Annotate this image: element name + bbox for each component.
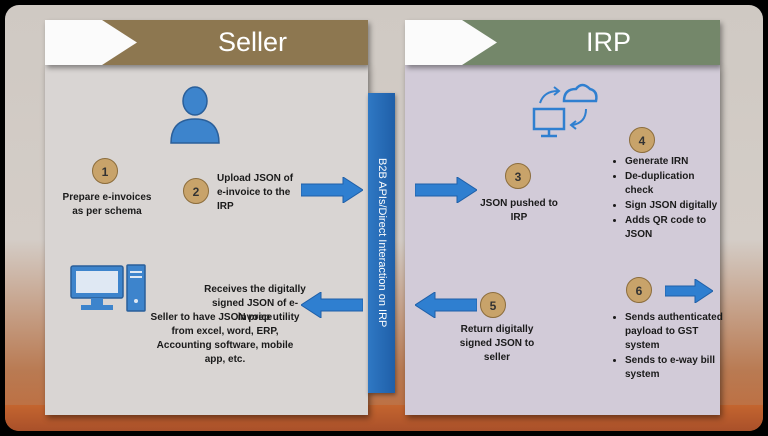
step6-list: Sends authenticated payload to GST syste… — [611, 311, 729, 383]
receive-text: Receives the digitally signed JSON of e-… — [204, 284, 306, 323]
step5-text: Return digitally signed JSON to seller — [459, 324, 535, 363]
api-bar-label: B2B APIs/Direct Interaction on IRP — [376, 158, 388, 328]
arrow-right-icon — [665, 279, 713, 303]
user-icon — [170, 86, 220, 144]
irp-header: IRP — [405, 20, 720, 65]
cloud-computer-sync-icon — [532, 83, 598, 138]
irp-panel — [405, 65, 720, 415]
step-badge-5: 5 — [480, 292, 506, 318]
step1-text: Prepare e-invoices as per schema — [62, 192, 152, 217]
diagram-background: Seller IRP B2B APIs/Direct Interaction o… — [5, 5, 763, 431]
chevron-icon — [405, 20, 497, 65]
irp-title: IRP — [585, 27, 631, 57]
seller-header: Seller — [45, 20, 368, 65]
step4-item: Sign JSON digitally — [625, 199, 725, 213]
arrow-right-icon — [415, 177, 477, 203]
step-badge-6: 6 — [626, 277, 652, 303]
step6-item: Sends to e-way bill system — [625, 354, 729, 382]
arrow-left-icon — [301, 292, 363, 318]
api-bar — [368, 93, 395, 393]
desktop-computer-icon — [70, 264, 146, 312]
utility-text: Seller to have JSON prep utility from ex… — [150, 312, 300, 365]
step6-item: Sends authenticated payload to GST syste… — [625, 311, 729, 353]
step4-list: Generate IRN De-duplication check Sign J… — [611, 155, 725, 243]
arrow-right-icon — [301, 177, 363, 203]
step4-item: De-duplication check — [625, 170, 725, 198]
arrow-left-icon — [415, 292, 477, 318]
step2-text: Upload JSON of e-invoice to the IRP — [217, 173, 294, 212]
seller-title: Seller — [217, 27, 288, 57]
step-badge-2: 2 — [183, 178, 209, 204]
step-badge-4: 4 — [629, 127, 655, 153]
chevron-icon — [45, 20, 137, 65]
step-badge-3: 3 — [505, 163, 531, 189]
step3-text: JSON pushed to IRP — [480, 198, 558, 223]
step4-item: Generate IRN — [625, 155, 725, 169]
step4-item: Adds QR code to JSON — [625, 214, 725, 242]
step-badge-1: 1 — [92, 158, 118, 184]
